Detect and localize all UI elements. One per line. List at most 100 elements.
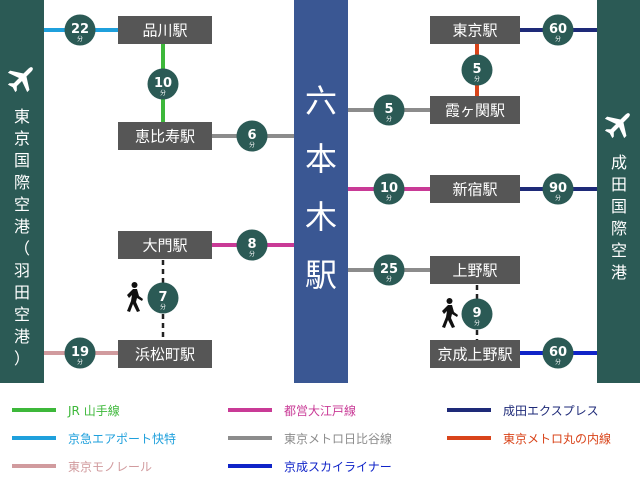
time-badge-haneda-shinagawa: 22分 <box>64 14 96 46</box>
walking-person-icon <box>127 282 143 312</box>
minutes-value: 19 <box>71 345 89 360</box>
time-badge-roppongi-kasumigaseki: 5分 <box>373 94 405 126</box>
minutes-value: 60 <box>549 345 567 360</box>
legend-swatch <box>447 436 491 440</box>
legend-label: JR 山手線 <box>68 403 120 418</box>
time-badge-roppongi-ueno: 25分 <box>373 254 405 286</box>
station-hamamatsucho: 浜松町駅 <box>118 340 212 368</box>
minutes-value: 10 <box>380 181 398 196</box>
station-shinjuku: 新宿駅 <box>430 175 520 203</box>
label-char: 田 <box>14 283 30 302</box>
time-badge-shinagawa-ebisu: 10分 <box>147 68 179 100</box>
legend-label: 京成スカイライナー <box>284 459 392 474</box>
legend-label: 東京メトロ丸の内線 <box>503 431 612 446</box>
station-keisei-ueno: 京成上野駅 <box>430 340 520 368</box>
label-char: ） <box>14 349 30 368</box>
minutes-value: 9 <box>472 306 481 321</box>
time-badge-tokyo-kasumigaseki: 5分 <box>461 54 493 86</box>
legend-swatch <box>228 436 272 440</box>
legend-label: 京急エアポート快特 <box>68 431 177 446</box>
label-char: 国 <box>611 197 627 216</box>
station-label: 新宿駅 <box>452 181 497 199</box>
minutes-unit: 分 <box>77 358 83 366</box>
label-char: 空 <box>611 241 627 260</box>
label-char: 際 <box>611 219 627 238</box>
label-char: 港 <box>14 217 30 236</box>
minutes-unit: 分 <box>555 194 561 202</box>
label-char: 港 <box>611 263 627 282</box>
legend-item: 京成スカイライナー <box>228 455 392 477</box>
station-label: 京成上野駅 <box>437 346 512 364</box>
time-badge-shinjuku-narita: 90分 <box>542 173 574 205</box>
legend-swatch <box>228 464 272 468</box>
label-char: 国 <box>14 151 30 170</box>
label-char: 本 <box>305 140 337 178</box>
minutes-value: 90 <box>549 181 567 196</box>
station-label: 霞ヶ関駅 <box>445 102 505 120</box>
legend-swatch <box>447 408 491 412</box>
label-char: 港 <box>14 327 30 346</box>
legend-label: 成田エクスプレス <box>503 403 599 418</box>
legend-swatch <box>12 436 56 440</box>
minutes-unit: 分 <box>474 319 480 327</box>
time-badge-haneda-hamamatsucho: 19分 <box>64 337 96 369</box>
minutes-unit: 分 <box>386 275 392 283</box>
minutes-unit: 分 <box>386 194 392 202</box>
label-char: 六 <box>305 82 337 120</box>
station-label: 恵比寿駅 <box>135 128 195 146</box>
airplane-icon <box>604 113 630 139</box>
minutes-unit: 分 <box>474 75 480 83</box>
time-badge-ueno-keiseiueno-walk: 9分 <box>461 298 493 330</box>
legend-item: 京急エアポート快特 <box>12 427 176 449</box>
legend-swatch <box>12 464 56 468</box>
label-char: 木 <box>305 198 337 236</box>
minutes-unit: 分 <box>555 358 561 366</box>
legend-label: 都営大江戸線 <box>284 403 357 418</box>
minutes-value: 5 <box>384 102 393 117</box>
minutes-unit: 分 <box>555 35 561 43</box>
legend-item: 成田エクスプレス <box>447 399 599 421</box>
legend-swatch <box>228 408 272 412</box>
station-label: 上野駅 <box>452 262 497 280</box>
station-label: 東京駅 <box>452 22 497 40</box>
label-char: 東 <box>14 107 30 126</box>
minutes-unit: 分 <box>160 303 166 311</box>
minutes-unit: 分 <box>77 35 83 43</box>
label-char: 駅 <box>305 256 337 294</box>
station-label: 品川駅 <box>142 22 187 40</box>
station-ueno: 上野駅 <box>430 256 520 284</box>
minutes-value: 7 <box>158 290 167 305</box>
minutes-value: 22 <box>71 22 89 37</box>
label-char: 京 <box>14 129 30 148</box>
label-char: 空 <box>14 195 30 214</box>
station-label: 浜松町駅 <box>135 346 195 364</box>
legend-item: 東京メトロ日比谷線 <box>228 427 392 449</box>
minutes-unit: 分 <box>160 89 166 97</box>
legend-item: 都営大江戸線 <box>228 399 356 421</box>
minutes-unit: 分 <box>249 141 255 149</box>
legend-label: 東京メトロ日比谷線 <box>284 431 393 446</box>
time-badge-daimon-hamamatsucho-walk: 7分 <box>147 282 179 314</box>
legend-label: 東京モノレール <box>68 459 153 474</box>
time-badge-tokyo-narita: 60分 <box>542 14 574 46</box>
station-daimon: 大門駅 <box>118 231 212 259</box>
label-char: 成 <box>611 153 627 172</box>
minutes-value: 5 <box>472 62 481 77</box>
legend-swatch <box>12 408 56 412</box>
time-badge-roppongi-shinjuku: 10分 <box>373 173 405 205</box>
minutes-value: 25 <box>380 262 398 277</box>
line-legend: JR 山手線都営大江戸線成田エクスプレス京急エアポート快特東京メトロ日比谷線東京… <box>0 400 640 483</box>
station-ebisu: 恵比寿駅 <box>118 122 212 150</box>
walking-person-icon <box>442 298 458 328</box>
station-label: 大門駅 <box>142 237 187 255</box>
station-tokyo: 東京駅 <box>430 16 520 44</box>
time-badge-daimon-roppongi: 8分 <box>236 229 268 261</box>
station-shinagawa: 品川駅 <box>118 16 212 44</box>
minutes-value: 10 <box>154 76 172 91</box>
minutes-unit: 分 <box>249 250 255 258</box>
